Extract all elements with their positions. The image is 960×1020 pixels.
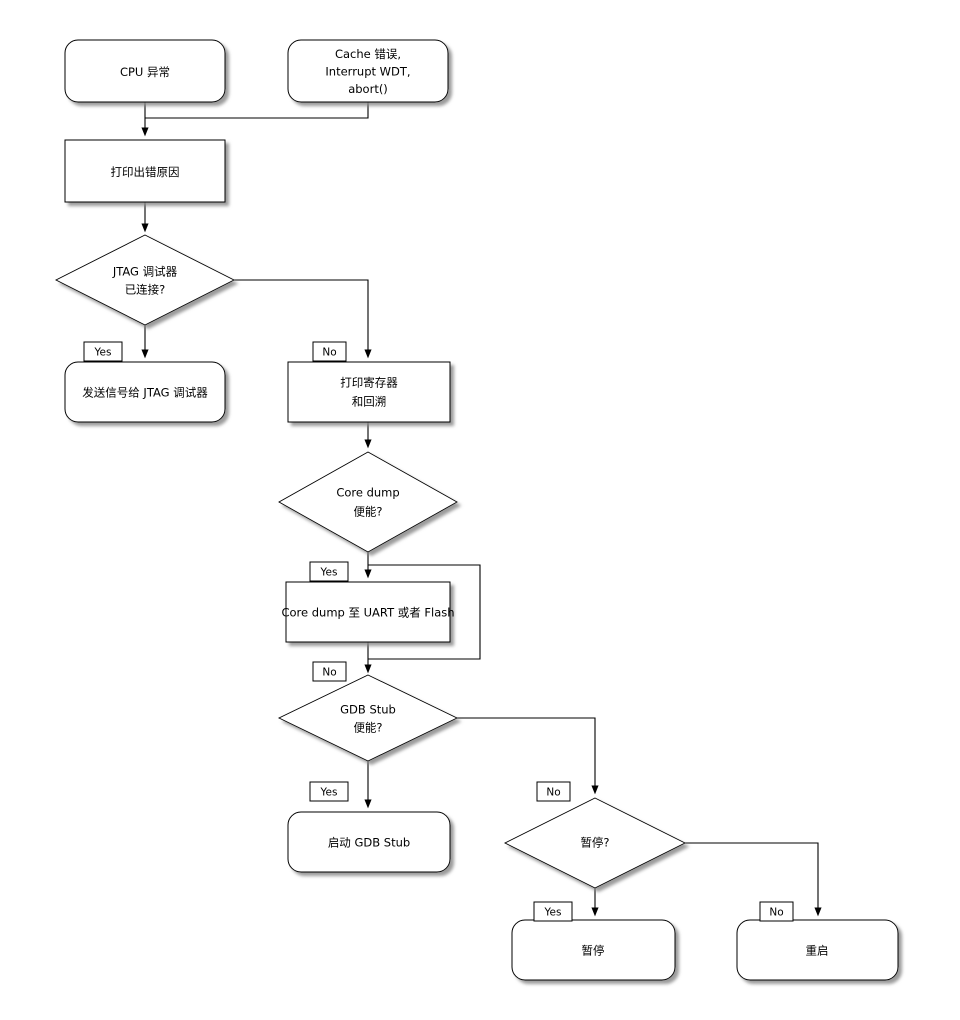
node-send-signal-jtag-line-0: 发送信号给 JTAG 调试器 xyxy=(82,386,208,400)
edge-label-halt-no-text: No xyxy=(769,907,783,919)
node-reboot[interactable]: 重启 xyxy=(736,919,899,981)
node-core-dump-enabled[interactable]: Core dump 便能? xyxy=(278,451,458,553)
edge-label-halt-yes: Yes xyxy=(533,901,573,922)
node-jtag-connected[interactable]: JTAG 调试器 已连接? xyxy=(55,234,235,326)
node-start-gdb-stub-line-0: 启动 GDB Stub xyxy=(328,836,410,850)
edge-label-coredump-yes-text: Yes xyxy=(320,567,338,579)
node-gdb-stub-enabled-line-1: 便能? xyxy=(353,721,382,735)
node-jtag-connected-line-1: 已连接? xyxy=(125,283,166,297)
edge-label-jtag-no-text: No xyxy=(322,347,336,359)
node-core-dump-enabled-line-0: Core dump xyxy=(336,486,399,500)
edge-label-halt-yes-text: Yes xyxy=(544,907,562,919)
edge-labels-layer: Yes No Yes No Yes No xyxy=(83,341,794,922)
node-cache-error-line-0: Cache 错误, xyxy=(335,47,401,61)
node-cache-error-line-1: Interrupt WDT, xyxy=(325,65,410,79)
edge-cache-to-print xyxy=(145,102,369,119)
edge-label-gdbstub-no-text: No xyxy=(546,787,560,799)
edge-coredump-bypass-no xyxy=(368,564,481,660)
edge-halt-no xyxy=(685,842,822,917)
nodes-layer: CPU 异常 Cache 错误, Interrupt WDT, abort() … xyxy=(55,39,899,981)
node-gdb-stub-enabled-line-0: GDB Stub xyxy=(340,703,396,717)
node-halt-decision[interactable]: 暂停? xyxy=(503,797,687,889)
node-halt[interactable]: 暂停 xyxy=(511,919,676,981)
edge-label-jtag-yes: Yes xyxy=(83,341,123,362)
edge-jtag-no xyxy=(234,279,372,359)
node-cache-error-line-2: abort() xyxy=(348,82,388,96)
node-halt-decision-line-0: 暂停? xyxy=(580,836,609,850)
node-core-dump-enabled-line-1: 便能? xyxy=(353,505,382,519)
node-gdb-stub-enabled[interactable]: GDB Stub 便能? xyxy=(277,674,459,762)
edge-label-gdbstub-yes: Yes xyxy=(309,781,349,802)
node-jtag-connected-line-0: JTAG 调试器 xyxy=(112,265,178,279)
node-start-gdb-stub[interactable]: 启动 GDB Stub xyxy=(287,811,451,873)
edge-label-coredump-no-text: No xyxy=(322,667,336,679)
node-send-signal-jtag[interactable]: 发送信号给 JTAG 调试器 xyxy=(64,361,226,423)
node-print-registers-backtrace-line-0: 打印寄存器 xyxy=(340,376,398,390)
node-cache-error[interactable]: Cache 错误, Interrupt WDT, abort() xyxy=(287,39,449,103)
node-halt-line-0: 暂停 xyxy=(582,944,605,958)
edge-gdbstub-no xyxy=(457,717,599,795)
edge-label-jtag-yes-text: Yes xyxy=(94,347,112,359)
node-core-dump-to-uart-flash-line-0: Core dump 至 UART 或者 Flash xyxy=(281,606,454,620)
node-print-error-cause[interactable]: 打印出错原因 xyxy=(64,139,226,203)
edge-label-halt-no: No xyxy=(759,901,794,922)
edge-label-gdbstub-yes-text: Yes xyxy=(320,787,338,799)
edge-label-coredump-no: No xyxy=(312,661,347,682)
node-cpu-exception[interactable]: CPU 异常 xyxy=(64,39,226,103)
node-core-dump-to-uart-flash[interactable]: Core dump 至 UART 或者 Flash xyxy=(281,581,455,643)
edge-label-coredump-yes: Yes xyxy=(309,561,349,582)
node-cpu-exception-line-0: CPU 异常 xyxy=(120,65,170,79)
node-reboot-line-0: 重启 xyxy=(806,944,829,958)
edge-label-jtag-no: No xyxy=(312,341,347,362)
edge-label-gdbstub-no: No xyxy=(536,781,571,802)
edges-layer xyxy=(141,102,822,917)
node-print-error-cause-line-0: 打印出错原因 xyxy=(111,165,180,179)
node-print-registers-backtrace[interactable]: 打印寄存器 和回溯 xyxy=(287,361,451,423)
node-print-registers-backtrace-line-1: 和回溯 xyxy=(352,395,387,409)
